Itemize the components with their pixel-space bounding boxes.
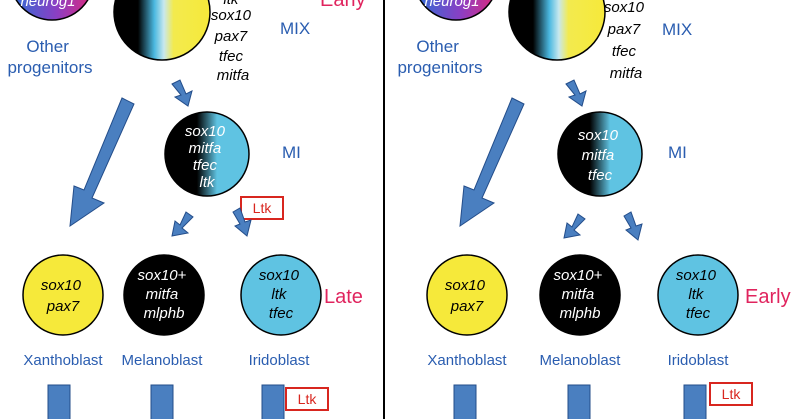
mix-label: MIX: [280, 19, 310, 38]
mix-circle: [508, 0, 606, 61]
arrow-mi-to-iridoblast: [232, 207, 252, 237]
iridoblast-gene-list: sox10 ltk tfec: [676, 267, 720, 322]
arrow-iridoblast-down: [683, 384, 707, 419]
arrow-iridoblast-down: [261, 384, 285, 419]
neurog1-circle: [15, 0, 89, 21]
arrow-to-xanthoblast: [69, 97, 135, 228]
melanoblast-circle: [539, 254, 621, 336]
iridoblast-label: Iridoblast: [249, 352, 311, 369]
arrow-mi-to-melanoblast: [171, 211, 194, 237]
right-panel: neurog1 Other progenitors sox10 pax7 tfe…: [397, 0, 791, 419]
arrow-mix-to-mi: [171, 79, 193, 107]
mi-gene-list: sox10 mitfa tfec ltk: [185, 123, 229, 191]
xanthoblast-label: Xanthoblast: [427, 352, 507, 369]
mix-gene-list: ltk sox10 pax7 tfec mitfa: [211, 0, 255, 84]
other-progenitors-label: Other progenitors: [397, 37, 482, 77]
arrow-mi-to-melanoblast: [563, 213, 586, 239]
xanthoblast-circle: [22, 254, 104, 336]
ltk-box-bottom: [285, 387, 329, 411]
stage-early-label: Early: [320, 0, 366, 11]
mi-gene-list: sox10 mitfa tfec: [578, 127, 622, 184]
melanoblast-gene-list: sox10+ mitfa mlphb: [138, 267, 191, 322]
mix-gene-list: sox10 pax7 tfec mitfa: [604, 0, 648, 82]
iridoblast-gene-list: sox10 ltk tfec: [259, 267, 303, 322]
mi-circle: [164, 111, 250, 197]
xanthoblast-circle: [426, 254, 508, 336]
arrow-xanthoblast-down: [453, 384, 477, 419]
mix-circle: [113, 0, 211, 61]
left-panel: neurog1 Other progenitors ltk sox10 pax7…: [7, 0, 366, 419]
mi-label: MI: [282, 143, 301, 162]
ltk-box-bottom-label: Ltk: [298, 391, 318, 407]
xanthoblast-gene-list: sox10 pax7: [41, 277, 85, 315]
ltk-box: [240, 196, 284, 220]
arrow-mix-to-mi: [565, 79, 587, 107]
arrow-melanoblast-down: [150, 384, 174, 419]
neurog1-label: neurog1: [20, 0, 75, 10]
arrow-mi-to-iridoblast: [623, 211, 643, 241]
xanthoblast-gene-list: sox10 pax7: [445, 277, 489, 315]
iridoblast-circle: [657, 254, 739, 336]
melanoblast-circle: [123, 254, 205, 336]
ltk-box-bottom: [709, 382, 753, 406]
ltk-box-bottom-label: Ltk: [722, 386, 742, 402]
mi-circle: [557, 111, 643, 197]
ltk-box-label: Ltk: [253, 200, 273, 216]
arrow-xanthoblast-down: [47, 384, 71, 419]
stage-early-label: Early: [745, 286, 791, 308]
arrow-to-xanthoblast: [459, 97, 525, 228]
iridoblast-label: Iridoblast: [668, 352, 730, 369]
stage-late-label: Late: [324, 286, 363, 308]
other-progenitors-label: Other progenitors: [7, 37, 92, 77]
arrow-melanoblast-down: [567, 384, 591, 419]
neurog1-label: neurog1: [424, 0, 479, 10]
xanthoblast-label: Xanthoblast: [23, 352, 103, 369]
melanoblast-label: Melanoblast: [122, 352, 204, 369]
melanoblast-gene-list: sox10+ mitfa mlphb: [554, 267, 607, 322]
neurog1-circle: [419, 0, 493, 21]
mix-label: MIX: [662, 20, 692, 39]
mi-label: MI: [668, 143, 687, 162]
iridoblast-circle: [240, 254, 322, 336]
melanoblast-label: Melanoblast: [540, 352, 622, 369]
